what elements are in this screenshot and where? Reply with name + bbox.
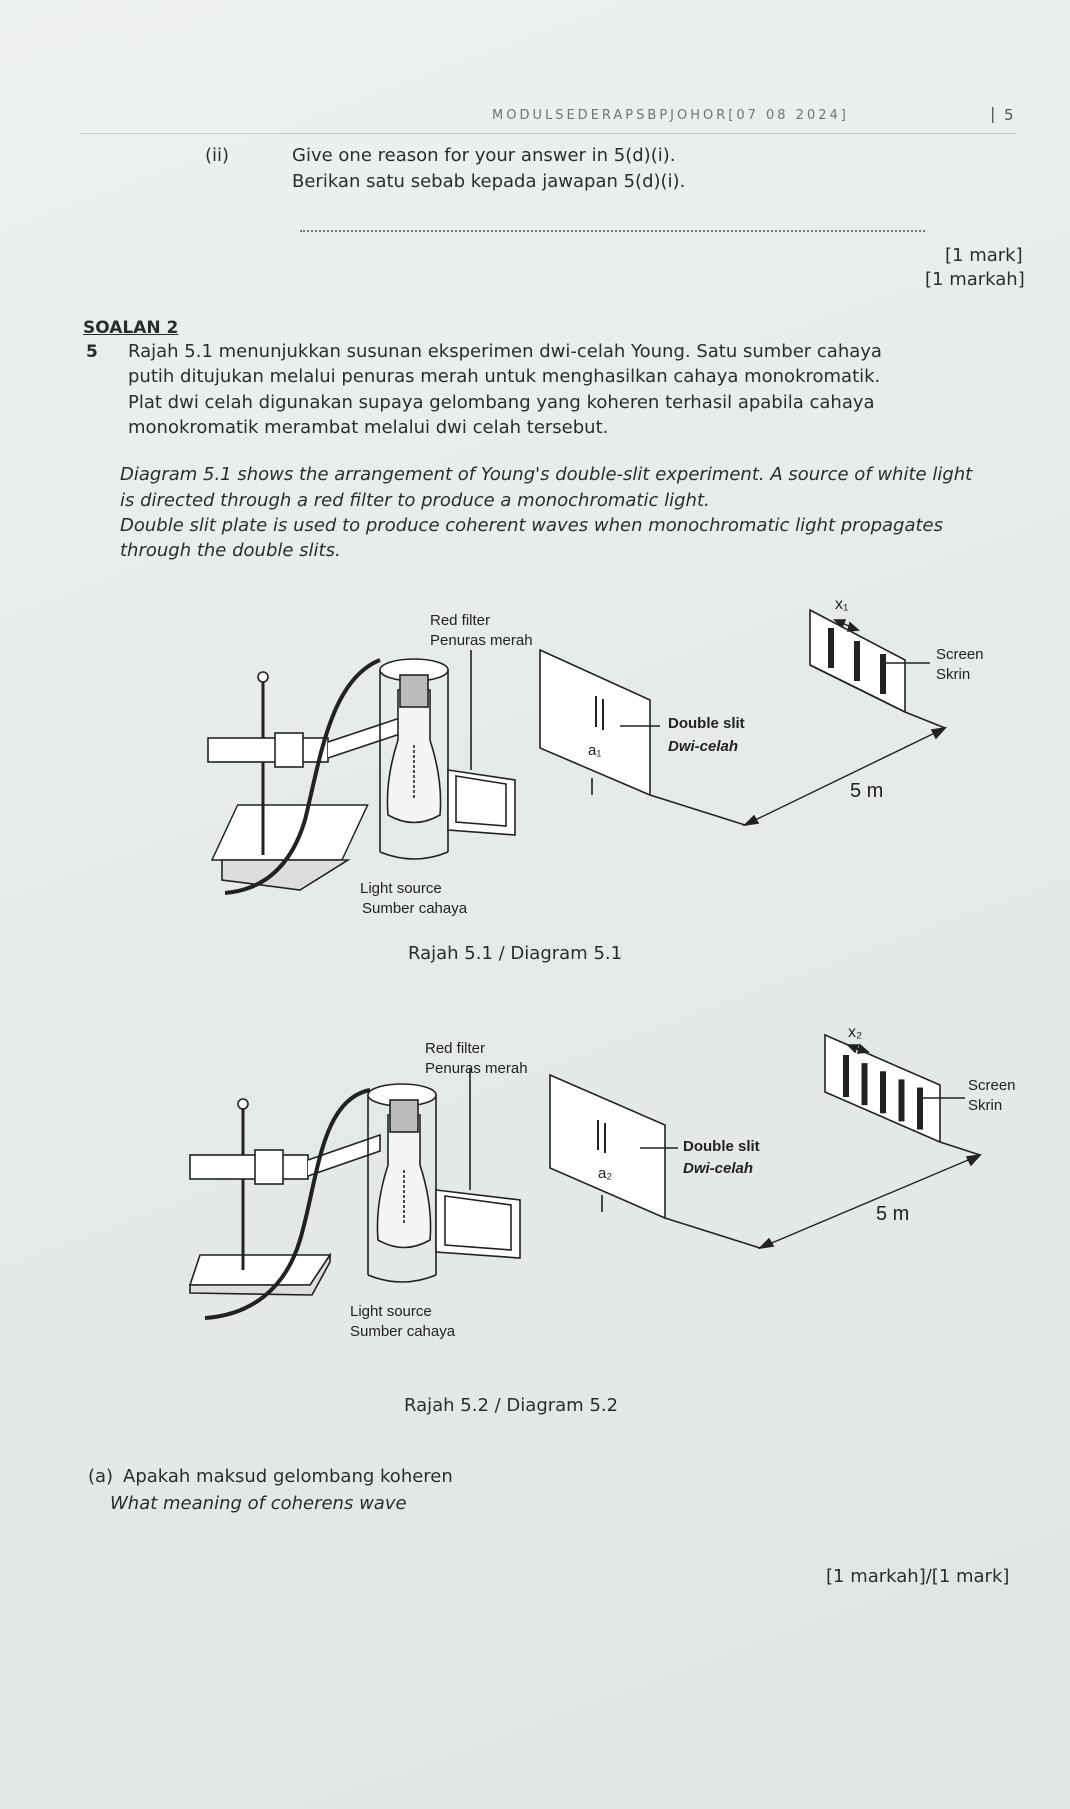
diagram-5-1-distance: 5 m bbox=[850, 780, 884, 802]
intro-ms-line-1: Rajah 5.1 menunjukkan susunan eksperimen… bbox=[128, 341, 882, 362]
fringe-bar bbox=[898, 1079, 905, 1122]
diagram-5-1-double-slit-en: Double slit bbox=[668, 715, 745, 732]
stand-base-side bbox=[221, 859, 351, 891]
diagram-5-2-double-slit-ms: Dwi-celah bbox=[683, 1160, 754, 1177]
fringe-bar bbox=[843, 1055, 849, 1097]
module-header: MODULSEDERAPSBPJOHOR[07 08 2024] bbox=[492, 108, 849, 123]
question-a-text-ms: Apakah maksud gelombang koheren bbox=[123, 1466, 453, 1487]
fringe-bar bbox=[861, 1063, 868, 1106]
page-number-bar: | bbox=[990, 104, 996, 123]
question-a-text-en: What meaning of coherens wave bbox=[110, 1493, 407, 1514]
diagram-5-2-red-filter-en: Red filter bbox=[425, 1040, 486, 1057]
question-ii-number: (ii) bbox=[205, 145, 230, 166]
section-title: SOALAN 2 bbox=[83, 318, 179, 338]
intro-en-line-3: Double slit plate is used to produce coh… bbox=[120, 515, 944, 536]
diagram-5-1-double-slit-ms: Dwi-celah bbox=[668, 738, 739, 755]
stand-rod-knob bbox=[257, 671, 269, 683]
intro-ms-line-2: putih ditujukan melalui penuras merah un… bbox=[128, 366, 881, 387]
fringe-bar bbox=[828, 628, 834, 668]
answer-area[interactable] bbox=[110, 1540, 910, 1560]
intro-en-line-1: Diagram 5.1 shows the arrangement of You… bbox=[120, 464, 973, 485]
intro-en-line-2: is directed through a red filter to prod… bbox=[120, 490, 710, 511]
intro-ms-line-4: monokromatik merambat melalui dwi celah … bbox=[128, 417, 609, 438]
diagram-5-2-slit-separation: a₂ bbox=[598, 1165, 613, 1182]
page-number: 5 bbox=[1004, 106, 1014, 124]
header-rule bbox=[80, 133, 1015, 134]
red-filter bbox=[447, 769, 516, 836]
double-slit-plate bbox=[549, 1073, 666, 1220]
diagram-5-1-red-filter-en: Red filter bbox=[430, 612, 491, 629]
mark-ms: [1 markah] bbox=[925, 269, 1025, 290]
clamp-boss bbox=[274, 732, 304, 768]
power-cable bbox=[224, 658, 381, 895]
fringes-diagram-5-2 bbox=[843, 1055, 923, 1130]
red-filter bbox=[435, 1189, 521, 1259]
diagram-5-2-fringe-label: x₂ bbox=[848, 1024, 863, 1041]
diagram-5-2-caption: Rajah 5.2 / Diagram 5.2 bbox=[404, 1395, 619, 1416]
diagram-5-1-slit-separation: a₁ bbox=[588, 742, 602, 759]
answer-line[interactable] bbox=[300, 230, 925, 232]
intro-en-line-4: through the double slits. bbox=[120, 540, 341, 561]
diagram-5-2-distance: 5 m bbox=[876, 1203, 910, 1225]
question-ii-text-ms: Berikan satu sebab kepada jawapan 5(d)(i… bbox=[292, 171, 686, 192]
diagram-5-1-fringe-label: x₁ bbox=[835, 596, 849, 613]
diagram-5-1-screen-en: Screen bbox=[936, 646, 984, 663]
diagram-5-2-screen-ms: Skrin bbox=[968, 1097, 1003, 1114]
distance-arrow bbox=[759, 1154, 981, 1249]
fringe-bar bbox=[854, 641, 860, 681]
distance-arrow bbox=[744, 727, 946, 826]
diagram-5-2-double-slit-en: Double slit bbox=[683, 1138, 760, 1155]
diagram-5-1-light-source-ms: Sumber cahaya bbox=[362, 900, 468, 917]
power-cable bbox=[204, 1088, 371, 1320]
diagram-5-1-screen-ms: Skrin bbox=[936, 666, 971, 683]
diagram-5-1-red-filter-ms: Penuras merah bbox=[430, 632, 533, 649]
section-number: 5 bbox=[86, 342, 98, 362]
diagram-5-2-screen-en: Screen bbox=[968, 1077, 1016, 1094]
fringes-diagram-5-1 bbox=[828, 628, 886, 694]
intro-ms-line-3: Plat dwi celah digunakan supaya gelomban… bbox=[128, 392, 875, 413]
fringe-bar bbox=[917, 1087, 923, 1130]
fringe-bar bbox=[880, 1071, 886, 1114]
question-a-label: (a) bbox=[88, 1466, 114, 1487]
fringe-bar bbox=[880, 654, 886, 694]
question-ii-text-en: Give one reason for your answer in 5(d)(… bbox=[292, 145, 676, 166]
diagram-5-2-light-source-ms: Sumber cahaya bbox=[350, 1323, 456, 1340]
mark-en: [1 mark] bbox=[945, 245, 1023, 266]
diagram-5-1-light-source-en: Light source bbox=[360, 880, 442, 897]
clamp-arm bbox=[207, 737, 329, 763]
diagram-5-1-caption: Rajah 5.1 / Diagram 5.1 bbox=[408, 943, 623, 964]
stand-base bbox=[188, 1254, 332, 1286]
question-a-mark: [1 markah]/[1 mark] bbox=[826, 1566, 1010, 1587]
diagram-5-2-red-filter-ms: Penuras merah bbox=[425, 1060, 528, 1077]
diagram-5-2-light-source-en: Light source bbox=[350, 1303, 432, 1320]
clamp-arm bbox=[189, 1154, 309, 1180]
